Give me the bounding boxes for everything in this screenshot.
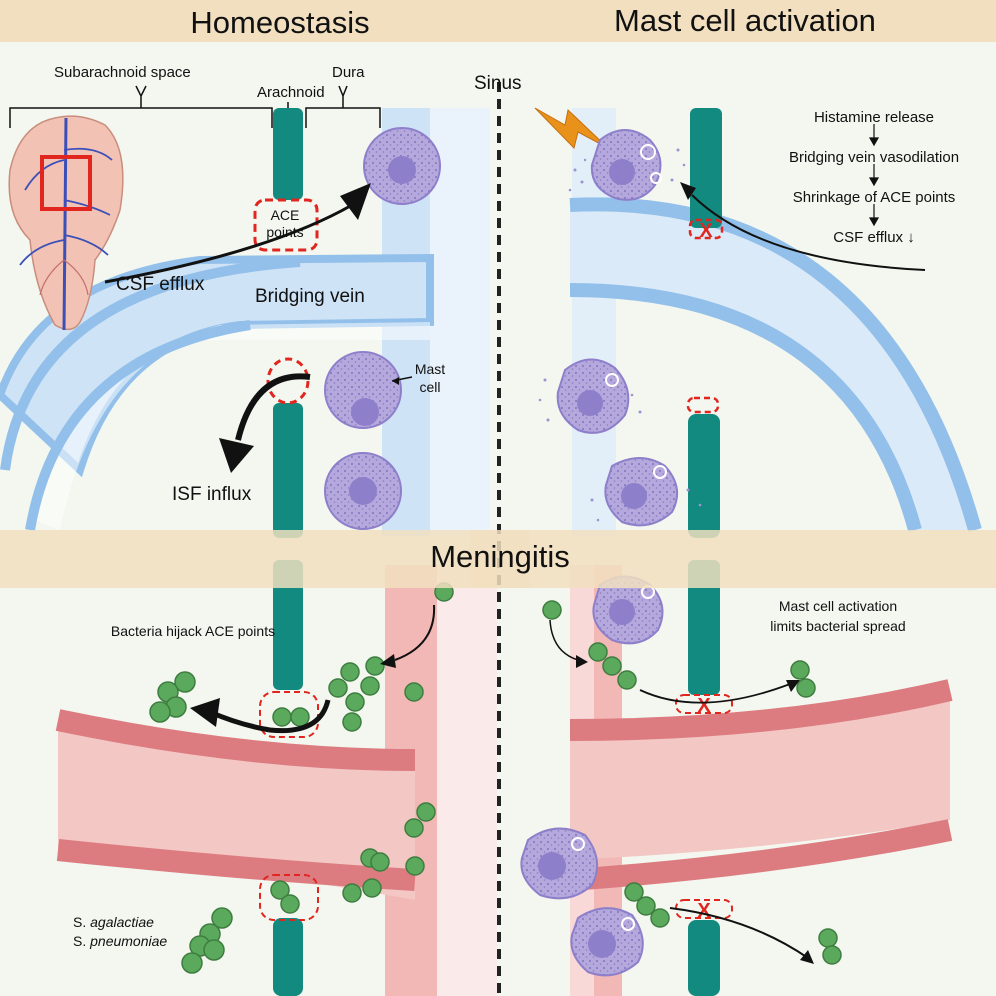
homeostasis-panel: [0, 85, 490, 538]
header-mast-cell-activation: Mast cell activation: [614, 3, 876, 38]
limited-spread-arrow: [669, 907, 809, 959]
activated-mast-cell: [590, 129, 662, 201]
bacteria-cluster: [542, 600, 842, 965]
arachnoid-bar-lower: [688, 414, 720, 538]
arachnoid-bar-lower: [688, 920, 720, 996]
ace-point-marker: [259, 874, 319, 921]
dura-bracket: [305, 85, 381, 128]
activated-mast-cell: [570, 907, 644, 977]
species-name: pneumoniae: [90, 933, 168, 949]
isf-influx-arrowhead: [219, 438, 254, 473]
ace-blocked-x: X: [699, 220, 713, 242]
flow-step-csf-efflux-reduced: CSF efflux ↓: [833, 229, 915, 246]
arachnoid-bar-upper: [690, 108, 722, 228]
label-species-2: S. pneumoniae: [73, 933, 167, 949]
label-arachnoid: Arachnoid: [257, 84, 325, 101]
flow-step-bridging-vein-vasodilation: Bridging vein vasodilation: [788, 149, 960, 166]
label-dura: Dura: [332, 64, 365, 81]
ace-point-marker: [253, 198, 319, 252]
species-prefix: S.: [73, 914, 91, 930]
ace-point-marker: [688, 218, 724, 240]
histamine-granules: [538, 148, 702, 522]
label-species-1: S. agalactiae: [73, 914, 154, 930]
csf-efflux-arrowhead: [340, 183, 371, 220]
header-homeostasis: Homeostasis: [190, 5, 370, 40]
flow-arrows: [868, 124, 880, 227]
mast-cell: [363, 127, 441, 205]
ace-blocked-x: X: [697, 900, 711, 922]
brain-image: [8, 115, 124, 331]
arachnoid-bar-upper: [273, 108, 303, 200]
bacteria-invasion-arrow: [394, 604, 436, 661]
label-isf-influx: ISF influx: [172, 484, 252, 505]
brain-highlight-box: [40, 155, 92, 211]
blood-vessel: [569, 679, 953, 891]
ace-point-marker: [266, 357, 310, 405]
ace-point-marker: [675, 694, 733, 714]
isf-influx-arrow: [235, 373, 311, 441]
species-prefix: S.: [73, 933, 91, 949]
ace-point-marker: [259, 691, 319, 738]
label-bridging-vein: Bridging vein: [255, 286, 365, 307]
activated-mast-cell: [604, 457, 679, 527]
bacteria-entry-arrow: [549, 619, 579, 661]
reduced-csf-efflux-arrow: [691, 194, 926, 271]
sinus-region: [437, 565, 497, 996]
label-ace-points: ACE points: [266, 207, 304, 240]
flow-step-histamine-release: Histamine release: [813, 109, 935, 126]
bridging-vein-homeostasis: [0, 253, 434, 531]
subarachnoid-bracket: [9, 85, 273, 128]
activation-panel: X: [534, 107, 982, 538]
ace-point-marker: [686, 396, 720, 414]
bacteria-cluster: [149, 582, 454, 974]
blood-vessel: [55, 709, 416, 900]
arachnoid-bar-upper: [688, 560, 720, 695]
label-csf-efflux: CSF efflux: [116, 274, 205, 295]
limited-spread-arrow: [639, 683, 791, 704]
meningitis-left: [55, 560, 497, 996]
activated-mast-cell: [556, 358, 630, 434]
bacteria-hijack-arrow: [209, 699, 331, 734]
arachnoid-bar-lower: [273, 918, 303, 996]
sinus-region: [430, 108, 490, 536]
meningitis-right: X X: [520, 560, 953, 996]
header-band-top: [0, 0, 996, 42]
flow-step-shrinkage-ace-points: Shrinkage of ACE points: [792, 189, 956, 206]
arachnoid-bar-upper: [273, 560, 303, 690]
label-mast-cell: Mast cell: [414, 361, 446, 396]
ace-blocked-x: X: [697, 695, 711, 717]
arachnoid-bar-lower: [273, 403, 303, 538]
activated-mast-cell: [520, 827, 599, 900]
csf-efflux-arrow: [104, 203, 353, 284]
label-bacteria-hijack: Bacteria hijack ACE points: [110, 623, 276, 639]
label-subarachnoid-space: Subarachnoid space: [54, 64, 191, 81]
species-name: agalactiae: [90, 914, 154, 930]
label-mast-cell-limits: Mast cell activation limits bacterial sp…: [770, 598, 906, 634]
bridging-vein-activation: [569, 197, 982, 532]
label-sinus: Sinus: [474, 73, 522, 94]
mast-cell: [324, 452, 402, 530]
mast-cell: [324, 351, 402, 429]
header-meningitis: Meningitis: [430, 539, 570, 574]
